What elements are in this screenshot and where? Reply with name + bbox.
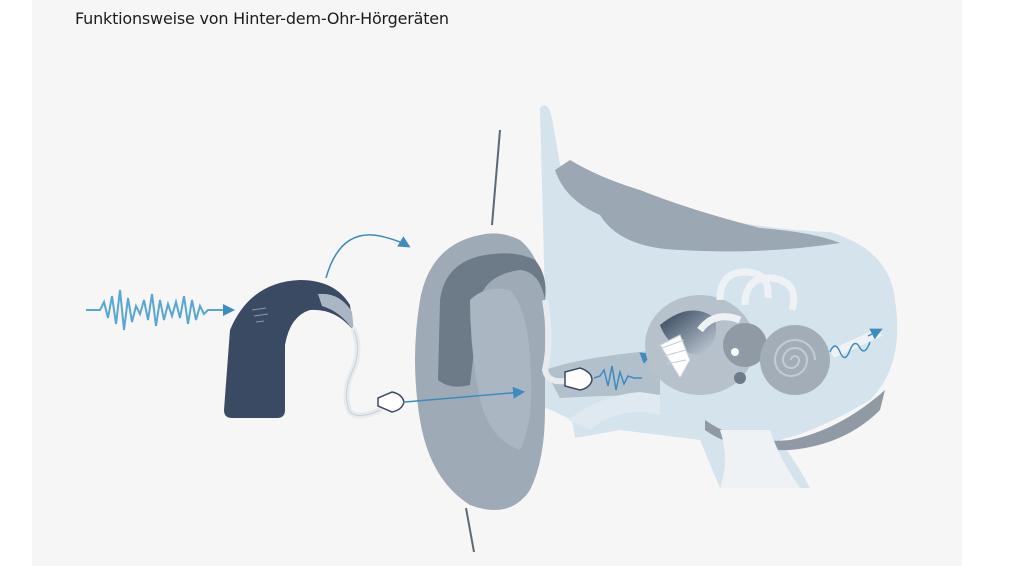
- head-contour-line-lower: [465, 507, 475, 553]
- head-contour-line: [491, 129, 501, 226]
- semicircular-canals: [697, 268, 798, 333]
- outer-ear: [415, 233, 546, 511]
- sound-path-arrow-ear: [404, 386, 525, 403]
- earpiece-dome-icon: [377, 391, 405, 413]
- sound-path-arrow-top: [325, 234, 411, 279]
- page-title: Funktionsweise von Hinter-dem-Ohr-Hörger…: [75, 9, 449, 28]
- canal-dome-icon: [564, 367, 593, 391]
- nerve-signal-wave: [829, 341, 871, 359]
- tube-in-ear: [541, 299, 571, 385]
- nerve-signal-arrow: [867, 328, 883, 340]
- sound-wave-icon: [86, 289, 222, 331]
- hearing-aid-device-icon: [224, 280, 354, 418]
- amplified-wave-icon: [593, 365, 642, 391]
- cochlea-icon: [723, 323, 830, 395]
